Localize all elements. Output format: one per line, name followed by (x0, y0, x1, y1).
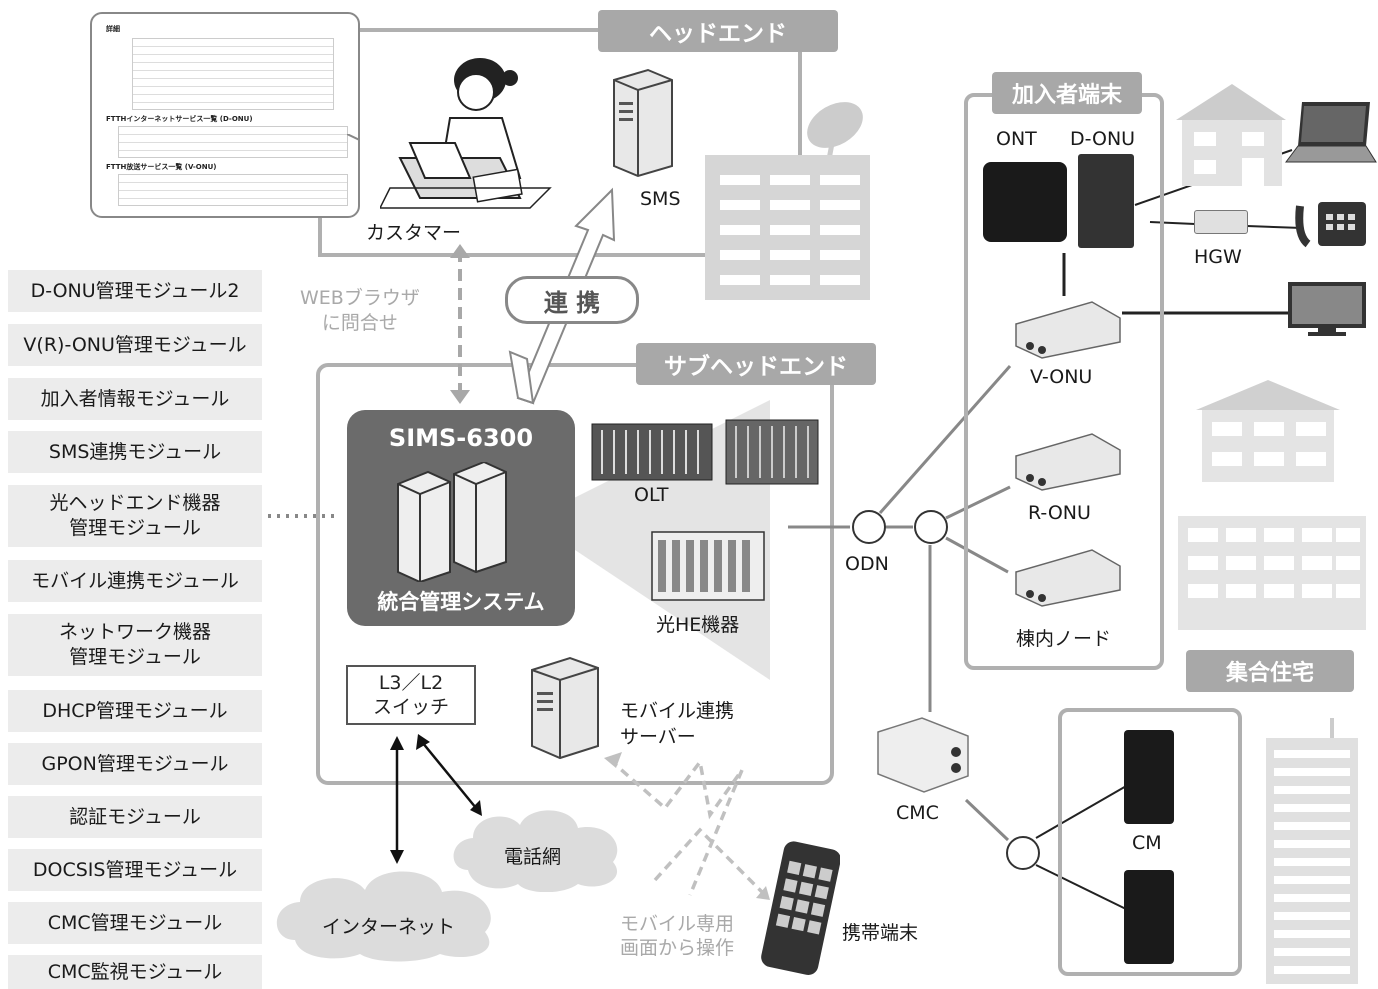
web-query-label: WEBブラウザ に問合せ (300, 287, 420, 334)
module-label: 認証モジュール (69, 805, 201, 828)
module-item[interactable]: CMC管理モジュール (8, 902, 262, 944)
sms-server-icon (613, 68, 673, 178)
building-node-device-icon (1015, 549, 1121, 607)
cable-modem-icon (1124, 730, 1174, 824)
hgw-device-icon (1194, 210, 1248, 234)
building-node-label: 棟内ノード (1016, 628, 1112, 650)
customer-person-icon (380, 58, 552, 209)
link-badge: 連 携 (505, 276, 639, 324)
sims-subtitle: 統合管理システム (377, 590, 545, 614)
mobile-server-label: モバイル連携 サーバー (620, 700, 735, 748)
module-item[interactable]: DHCP管理モジュール (8, 690, 262, 732)
olt-label: OLT (634, 484, 669, 506)
telephone-icon (1295, 202, 1366, 248)
subheadend-header: サブヘッドエンド (636, 343, 876, 385)
module-label: D-ONU管理モジュール2 (30, 279, 240, 302)
module-label: SMS連携モジュール (48, 440, 222, 463)
screen-table (118, 126, 348, 158)
module-item[interactable]: V(R)-ONU管理モジュール (8, 324, 262, 366)
smartphone-icon[interactable] (760, 840, 840, 978)
module-label: GPON管理モジュール (41, 752, 229, 775)
module-item[interactable]: CMC監視モジュール (8, 955, 262, 989)
sims-title: SIMS-6300 (388, 424, 534, 452)
cmc-device-icon (877, 717, 969, 793)
ont-device-icon (983, 162, 1067, 242)
module-label: V(R)-ONU管理モジュール (23, 333, 247, 356)
olt-equipment-icon (591, 419, 819, 485)
screen-table (132, 38, 334, 110)
module-label: 光ヘッドエンド機器 管理モジュール (49, 492, 221, 539)
module-item[interactable]: GPON管理モジュール (8, 743, 262, 785)
module-item[interactable]: 認証モジュール (8, 796, 262, 838)
module-label: CMC管理モジュール (47, 911, 223, 934)
customer-screen: 詳細 FTTHインターネットサービス一覧 (D-ONU) FTTH放送サービス一… (90, 12, 360, 218)
headend-building-icon (705, 102, 870, 300)
odn-label: ODN (845, 553, 889, 575)
hikari-he-equipment-icon (651, 531, 765, 601)
screen-section-title: 詳細 (106, 25, 120, 33)
donu-device-icon (1078, 154, 1134, 248)
apartment-building-icon (1196, 380, 1340, 482)
module-label: モバイル連携モジュール (31, 569, 239, 592)
mobile-server-icon (531, 656, 599, 760)
telephone-network-cloud (453, 810, 618, 892)
customer-label: カスタマー (366, 222, 462, 244)
cm-label: CM (1132, 832, 1162, 854)
screen-table (118, 174, 348, 206)
donu-label: D-ONU (1070, 128, 1136, 150)
mansion-building-icon (1178, 516, 1366, 630)
cm-frame (1058, 708, 1242, 976)
coax-splitter (1006, 836, 1040, 870)
ronu-device-icon (1015, 433, 1121, 491)
sims-server-icon (397, 462, 507, 582)
screen-section-title: FTTHインターネットサービス一覧 (D-ONU) (106, 115, 253, 123)
screen-section-title: FTTH放送サービス一覧 (V-ONU) (106, 163, 217, 171)
cmc-label: CMC (896, 802, 939, 824)
odn-splitter (852, 510, 886, 544)
mobile-op-label: モバイル専用 画面から操作 (620, 913, 735, 959)
mobile-terminal-label: 携帯端末 (842, 922, 919, 944)
tv-icon (1288, 282, 1366, 336)
house-icon (1176, 84, 1286, 186)
module-label: ネットワーク機器 管理モジュール (58, 621, 211, 668)
module-item[interactable]: D-ONU管理モジュール2 (8, 270, 262, 312)
headend-header: ヘッドエンド (598, 10, 838, 52)
apartment-header: 集合住宅 (1186, 650, 1354, 692)
module-item[interactable]: 加入者情報モジュール (8, 378, 262, 420)
telephone-network-label: 電話網 (504, 846, 562, 868)
l3l2-switch[interactable]: L3／L2 スイッチ (346, 665, 476, 725)
hikari-he-label: 光HE機器 (656, 614, 740, 636)
odn-splitter (914, 510, 948, 544)
laptop-icon (1285, 102, 1377, 163)
cable-modem-icon (1124, 870, 1174, 964)
internet-cloud (276, 871, 491, 962)
vonu-device-icon (1015, 301, 1121, 359)
module-item[interactable]: SMS連携モジュール (8, 431, 262, 473)
module-label: DHCP管理モジュール (42, 699, 228, 722)
subscriber-header: 加入者端末 (992, 72, 1142, 114)
module-label: DOCSIS管理モジュール (32, 858, 238, 881)
hgw-label: HGW (1194, 246, 1242, 268)
internet-label: インターネット (322, 916, 456, 938)
module-item[interactable]: DOCSIS管理モジュール (8, 849, 262, 891)
module-item[interactable]: ネットワーク機器 管理モジュール (8, 614, 262, 676)
module-item[interactable]: 光ヘッドエンド機器 管理モジュール (8, 485, 262, 547)
sims-panel: SIMS-6300 統合管理システム (347, 410, 575, 626)
module-label: CMC監視モジュール (47, 960, 223, 983)
vonu-label: V-ONU (1030, 366, 1093, 388)
ont-label: ONT (996, 128, 1037, 150)
module-item[interactable]: モバイル連携モジュール (8, 560, 262, 602)
sms-label: SMS (640, 188, 681, 210)
tower-building-icon (1266, 718, 1358, 984)
ronu-label: R-ONU (1028, 502, 1091, 524)
module-label: 加入者情報モジュール (40, 387, 230, 410)
